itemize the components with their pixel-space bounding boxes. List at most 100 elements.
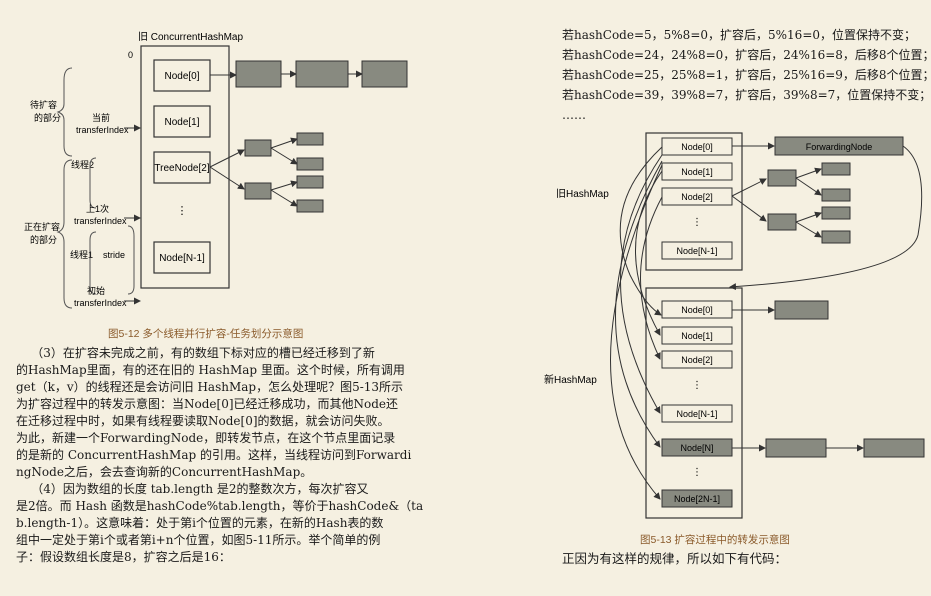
- old-tree-arrow-5: [795, 211, 822, 223]
- tree-node-a: [244, 139, 272, 157]
- p4-line-1: 是2倍。而 Hash 函数是hashCode%tab.length，等价于has…: [16, 499, 424, 513]
- example-line-1: 若hashCode=24，24%8=0，扩容后，24%16=8，后移8个位置；: [562, 48, 931, 62]
- label-pending-1: 待扩容: [30, 99, 57, 110]
- tree-arrow-4: [270, 147, 298, 165]
- examples-block: 若hashCode=5，5%8=0，扩容后，5%16=0，位置保持不变； 若ha…: [562, 25, 931, 125]
- new-n-node-1: [765, 438, 827, 458]
- node-0-label: Node[0]: [164, 71, 199, 82]
- label-thread1: 线程1: [70, 249, 93, 260]
- new-node-ellipsis-1: ⋮: [692, 380, 702, 391]
- node-0-box: [153, 59, 211, 92]
- old-node-0-label: Node[0]: [681, 142, 713, 152]
- paragraph-3: （3）在扩容未完成之前，有的数组下标对应的槽已经迁移到了新 的HashMap里面…: [16, 345, 411, 481]
- tree-arrow-6: [270, 189, 298, 207]
- fig13-caption: 图5-13 扩容过程中的转发示意图: [640, 534, 790, 546]
- p3-line-5: 为此，新建一个ForwardingNode，即转发节点，在这个节点里面记录: [16, 431, 396, 445]
- p4-line-4: 子：假设数组长度是8，扩容之后是16：: [16, 550, 231, 564]
- example-line-2: 若hashCode=25，25%8=1，扩容后，25%16=9，后移8个位置；: [562, 68, 931, 82]
- new-node-2-label: Node[2]: [681, 355, 713, 365]
- fig12-index0: 0: [128, 50, 133, 60]
- new-node-1-label: Node[1]: [681, 331, 713, 341]
- label-last-2: transferIndex: [74, 216, 127, 226]
- old-tree-a: [767, 169, 797, 187]
- label-stride: stride: [103, 250, 125, 260]
- tree-leaf-4: [296, 199, 324, 213]
- label-last-1: 上1次: [86, 203, 109, 214]
- old-node-n-1-label: Node[N-1]: [676, 246, 717, 256]
- brace-thread1: [89, 231, 97, 295]
- brace-thread2: [89, 157, 97, 209]
- new-node-n-1-label: Node[N-1]: [676, 409, 717, 419]
- label-initial-2: transferIndex: [74, 298, 127, 308]
- brace-stride: [127, 225, 135, 295]
- old-node-2-label: Node[2]: [681, 192, 713, 202]
- old-node-1-label: Node[1]: [681, 167, 713, 177]
- curve-old-newn1: [620, 154, 663, 414]
- new-node-1: [661, 326, 733, 345]
- tree-arrow-3: [270, 137, 298, 149]
- brace-pending: [56, 67, 73, 157]
- old-tree-b: [767, 213, 797, 231]
- old-array-frame: [140, 45, 230, 289]
- new-node-n-label: Node[N]: [680, 443, 713, 453]
- brace-in-progress: [56, 159, 73, 309]
- forwarding-to-new-arrow: [729, 145, 923, 291]
- tree-node-b: [244, 182, 272, 200]
- closing-text: 正因为有这样的规律，所以如下有代码：: [562, 551, 788, 566]
- example-line-0: 若hashCode=5，5%8=0，扩容后，5%16=0，位置保持不变；: [562, 28, 917, 42]
- example-line-4: ……: [562, 108, 586, 122]
- list-node-2: [295, 60, 349, 88]
- fig12-title: 旧 ConcurrentHashMap: [138, 31, 243, 43]
- node-1-label: Node[1]: [164, 117, 199, 128]
- label-initial-1: 初始: [87, 285, 105, 296]
- new-list-node: [774, 300, 829, 320]
- list-node-3: [361, 60, 408, 88]
- new-node-n-1: [661, 404, 733, 423]
- old-tree-leaf-3: [821, 206, 851, 220]
- new-node-2n-1-label: Node[2N-1]: [674, 494, 720, 504]
- node-ellipsis: ⋮: [177, 205, 188, 217]
- tree-leaf-2: [296, 157, 324, 171]
- old-tree-arrow-2: [731, 195, 767, 222]
- p4-line-2: b.length-1）。这意味着：处于第i个位置的元素，在新的Hash表的数: [16, 516, 384, 530]
- tree-leaf-1: [296, 132, 324, 146]
- new-node-2n-1: [661, 489, 733, 508]
- figure-5-13: 旧HashMap Node[0] Node[1] Node[2] ⋮ Node[…: [544, 132, 925, 519]
- node-n-1-box: [153, 241, 211, 274]
- label-thread2: 线程2: [71, 159, 94, 170]
- node-1-box: [153, 105, 211, 138]
- new-n-node-2: [863, 438, 925, 458]
- p4-line-3: 组中一定处于第i个或者第i+n个位置，如图5-11所示。举个简单的例: [16, 533, 381, 547]
- p3-line-4: 在迁移过程中时，如果有线程要读取Node[0]的数据，就会访问失败。: [16, 414, 390, 428]
- p3-line-0: （3）在扩容未完成之前，有的数组下标对应的槽已经迁移到了新: [16, 346, 375, 360]
- new-node-2: [661, 350, 733, 369]
- paragraph-4: （4）因为数组的长度 tab.length 是2的整数次方，每次扩容又 是2倍。…: [16, 481, 423, 566]
- figure-5-12: 旧 ConcurrentHashMap 0 Node[0] Node[1] Tr…: [24, 31, 408, 309]
- example-line-3: 若hashCode=39，39%8=7，扩容后，39%8=7，位置保持不变；: [562, 88, 931, 102]
- p4-line-0: （4）因为数组的长度 tab.length 是2的整数次方，每次扩容又: [16, 482, 369, 496]
- label-pending-2: 的部分: [34, 112, 61, 123]
- label-in-progress-2: 的部分: [30, 234, 57, 245]
- p3-line-1: 的HashMap里面，有的还在旧的 HashMap 里面。这个时候，所有调用: [16, 363, 405, 377]
- p3-line-2: get（k，v）的线程还是会访问旧 HashMap，怎么处理呢？图5-13所示: [16, 380, 404, 394]
- p3-line-7: ngNode之后，会去查询新的ConcurrentHashMap。: [16, 465, 313, 479]
- label-current-2: transferIndex: [76, 125, 129, 135]
- tree-leaf-3: [296, 175, 324, 189]
- fig12-caption: 图5-12 多个线程并行扩容-任务划分示意图: [108, 328, 304, 340]
- new-hashmap-frame: [645, 287, 743, 519]
- p3-line-3: 为扩容过程中的转发示意图：当Node[0]已经迁移成功，而其他Node还: [16, 397, 399, 411]
- label-current-1: 当前: [92, 112, 110, 123]
- old-node-ellipsis: ⋮: [692, 217, 702, 228]
- old-tree-arrow-1: [731, 178, 767, 197]
- new-hashmap-label: 新HashMap: [544, 373, 597, 386]
- curve-old-newn: [615, 160, 663, 448]
- old-tree-arrow-3: [795, 167, 822, 179]
- tree-arrow-1: [209, 149, 245, 168]
- old-tree-arrow-6: [795, 221, 822, 238]
- forwarding-node-label: ForwardingNode: [806, 142, 873, 152]
- old-tree-arrow-4: [795, 177, 822, 196]
- curve-old2-new2: [640, 196, 663, 360]
- old-tree-leaf-2: [821, 188, 851, 202]
- old-tree-leaf-4: [821, 230, 851, 244]
- new-node-0-label: Node[0]: [681, 305, 713, 315]
